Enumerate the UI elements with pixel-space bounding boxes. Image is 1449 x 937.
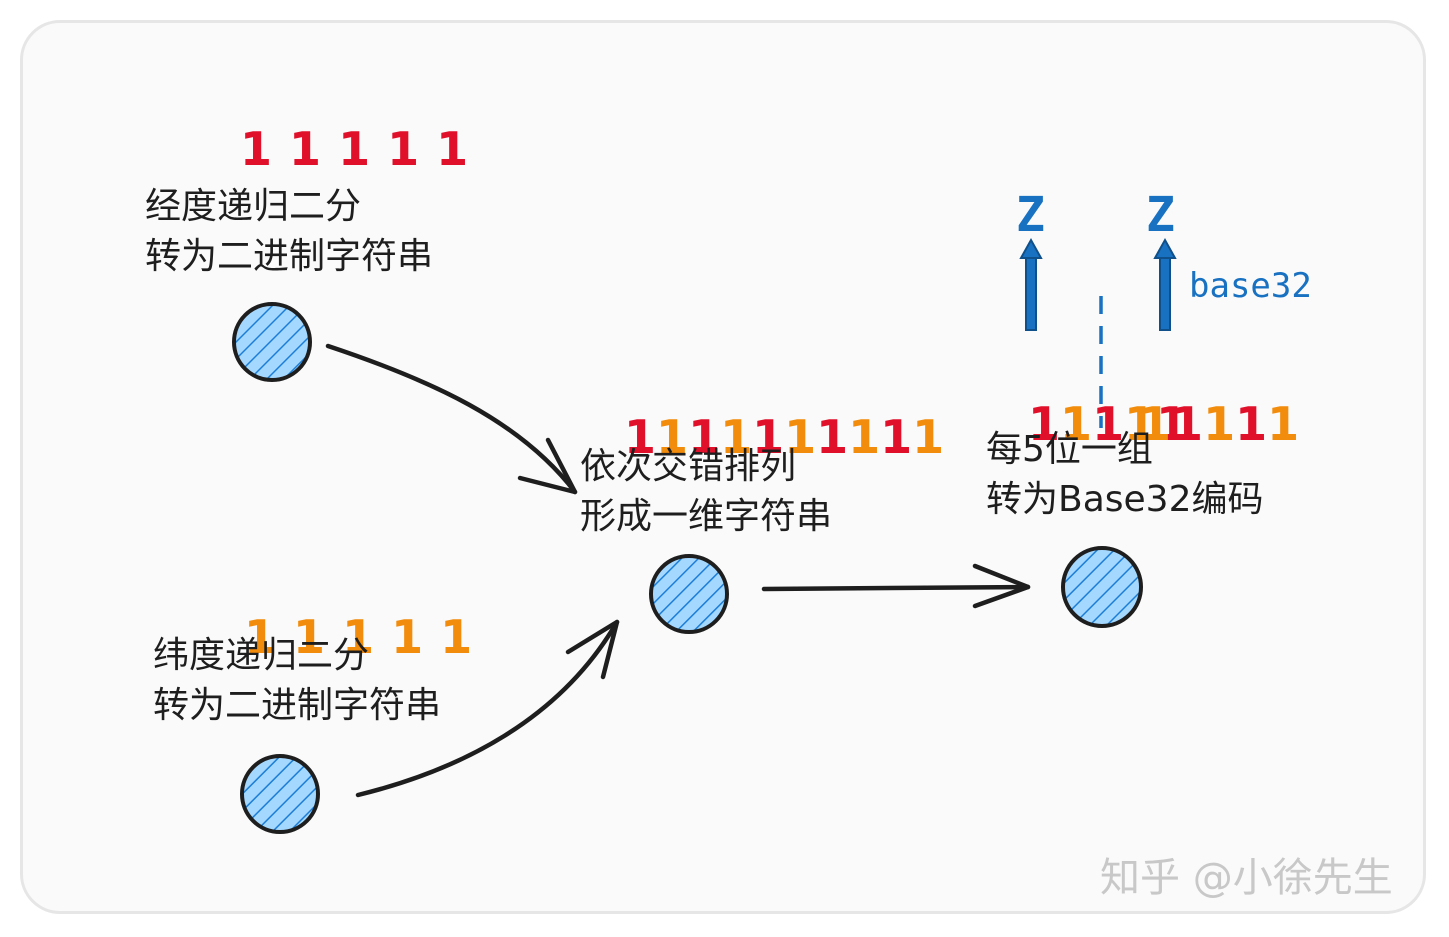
bit: 1 (387, 122, 420, 176)
node-longitude (232, 302, 312, 382)
longitude-label-line2: 转为二进制字符串 (145, 236, 434, 277)
bit: 1 (1203, 397, 1236, 451)
bit: 1 (1171, 397, 1204, 451)
arrow-interleave-to-encode (761, 563, 1031, 609)
bit: 1 (912, 410, 945, 464)
base32-char-a: Z (1016, 187, 1045, 243)
watermark: 知乎 @小徐先生 (1100, 855, 1393, 901)
arrow-up-left (1019, 237, 1043, 331)
bit: 1 (338, 122, 371, 176)
arrow-longitude-to-interleave (325, 343, 578, 495)
encode-group-a: 11111 (996, 349, 1188, 449)
bit: 1 (342, 610, 375, 664)
bit: 1 (1267, 397, 1300, 451)
bit: 1 (240, 122, 273, 176)
encode-group-b: 11111 (1107, 349, 1299, 449)
interleave-bits: 1111111111 (592, 362, 944, 462)
node-latitude (240, 754, 320, 834)
latitude-label-line2: 转为二进制字符串 (153, 685, 442, 726)
bit: 1 (656, 410, 689, 464)
interleave-label-line1: 依次交错排列 (580, 446, 797, 487)
bit: 1 (436, 122, 469, 176)
bit: 1 (289, 122, 322, 176)
bit: 1 (816, 410, 849, 464)
base32-arrow-label: base32 (1189, 266, 1312, 306)
bit: 1 (1156, 397, 1189, 451)
bit: 1 (1139, 397, 1172, 451)
encode-label-line1: 每5位一组 (986, 429, 1153, 470)
bit: 1 (244, 610, 277, 664)
node-interleave (649, 554, 729, 634)
bit: 1 (784, 410, 817, 464)
bit: 1 (1124, 397, 1157, 451)
latitude-label-line1: 纬度递归二分 (153, 635, 370, 676)
base32-char-b: Z (1146, 187, 1175, 243)
bit: 1 (848, 410, 881, 464)
encode-label-line2: 转为Base32编码 (986, 479, 1264, 520)
bit: 1 (624, 410, 657, 464)
bit: 1 (688, 410, 721, 464)
interleave-label-line2: 形成一维字符串 (580, 496, 833, 537)
bit: 1 (440, 610, 473, 664)
arrow-up-right (1153, 237, 1177, 331)
arrow-latitude-to-interleave (355, 619, 620, 798)
bit: 1 (1060, 397, 1093, 451)
bit: 1 (880, 410, 913, 464)
bit: 1 (1092, 397, 1125, 451)
bit: 1 (391, 610, 424, 664)
bit: 1 (1028, 397, 1061, 451)
bit: 1 (720, 410, 753, 464)
longitude-label-line1: 经度递归二分 (145, 186, 362, 227)
node-encode (1061, 546, 1143, 628)
bit: 1 (293, 610, 326, 664)
bit: 1 (752, 410, 785, 464)
bit: 1 (1235, 397, 1268, 451)
